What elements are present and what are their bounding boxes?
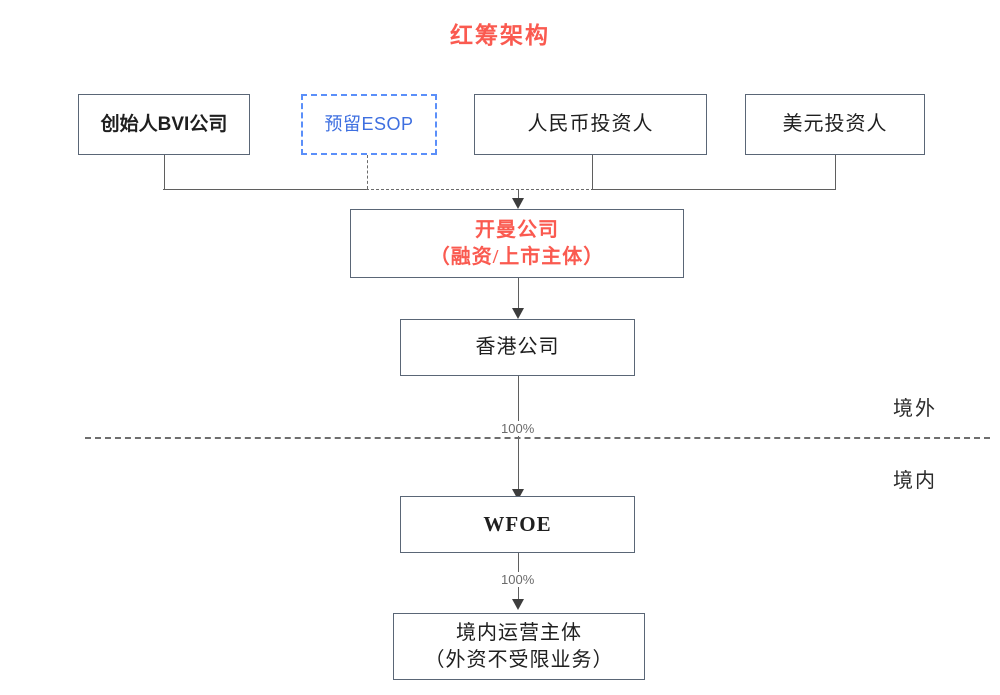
node-wfoe-label: WFOE <box>483 511 552 536</box>
node-usd-investor-label: 美元投资人 <box>782 113 888 136</box>
node-cayman-line1: 开曼公司 <box>475 219 559 242</box>
arrowhead-into-wfoe <box>512 489 524 500</box>
node-hongkong[interactable]: 香港公司 <box>400 319 635 376</box>
arrowhead-into-domestic-entity <box>512 599 524 610</box>
node-founder-bvi[interactable]: 创始人BVI公司 <box>78 94 250 155</box>
connector-bus-right <box>591 189 836 190</box>
node-usd-investor[interactable]: 美元投资人 <box>745 94 925 155</box>
onshore-offshore-divider <box>85 437 990 439</box>
node-rmb-investor[interactable]: 人民币投资人 <box>474 94 707 155</box>
node-cayman[interactable]: 开曼公司 （融资/上市主体） <box>350 209 684 278</box>
connector-bus-to-cayman <box>518 189 519 201</box>
node-esop[interactable]: 预留ESOP <box>301 94 437 155</box>
node-wfoe[interactable]: WFOE <box>400 496 635 553</box>
connector-rmb-drop <box>592 155 593 189</box>
connector-bus-middle-dashed <box>366 189 594 190</box>
node-esop-label: 预留ESOP <box>324 113 414 134</box>
edge-label-wfoe-to-entity: 100% <box>498 572 538 587</box>
connector-founder-drop <box>164 155 165 189</box>
node-domestic-entity-line1: 境内运营主体 <box>456 622 582 645</box>
arrowhead-into-hongkong <box>512 308 524 319</box>
edge-label-hk-to-wfoe: 100% <box>498 421 538 436</box>
node-rmb-investor-label: 人民币投资人 <box>527 113 654 136</box>
node-domestic-entity[interactable]: 境内运营主体 （外资不受限业务） <box>393 613 645 680</box>
node-founder-bvi-label: 创始人BVI公司 <box>100 113 228 135</box>
connector-usd-drop <box>835 155 836 189</box>
connector-esop-drop <box>367 155 368 189</box>
node-hongkong-label: 香港公司 <box>475 336 560 359</box>
page-title: 红筹架构 <box>450 23 550 48</box>
connector-cayman-to-hk <box>518 278 519 312</box>
arrowhead-into-cayman <box>512 198 524 209</box>
region-label-onshore: 境内 <box>893 470 937 492</box>
node-cayman-line2: （融资/上市主体） <box>429 245 605 268</box>
connector-bus-left <box>163 189 368 190</box>
region-label-offshore: 境外 <box>893 398 937 420</box>
node-domestic-entity-line2: （外资不受限业务） <box>424 648 614 671</box>
